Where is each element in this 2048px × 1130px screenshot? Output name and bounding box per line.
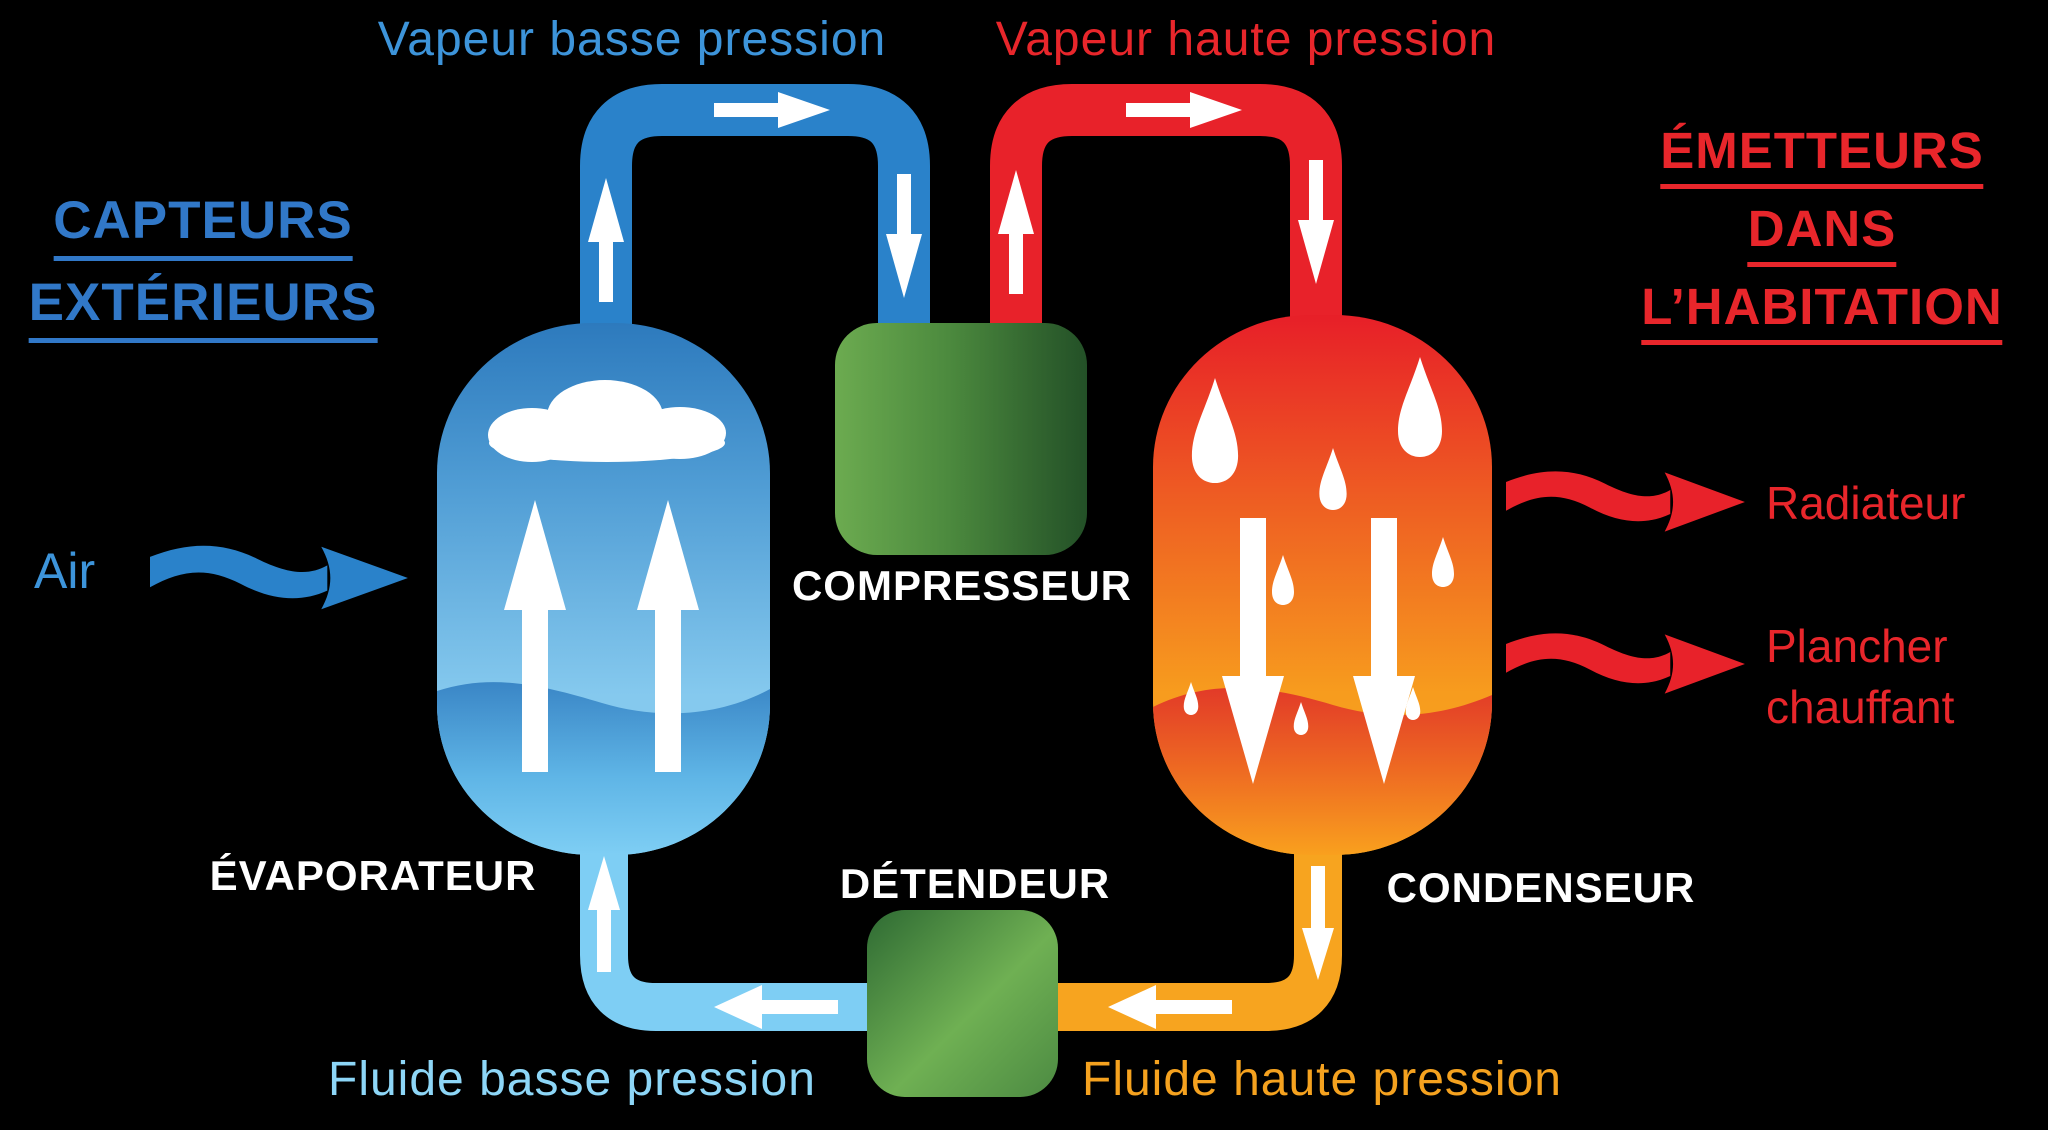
heading-outdoor-sensors-line1: CAPTEURS — [53, 188, 353, 261]
label-evaporator: ÉVAPORATEUR — [209, 852, 537, 899]
flow-arrow-down-icon — [1298, 160, 1334, 284]
droplet-icon — [1319, 448, 1347, 510]
label-heated-floor-line2: chauffant — [1766, 681, 1955, 733]
flow-arrow-down-icon — [1302, 866, 1334, 980]
heading-indoor-emitters-line3: L’HABITATION — [1641, 276, 2003, 345]
flow-arrow-right-icon — [714, 92, 830, 128]
expansion-valve-box — [867, 910, 1058, 1097]
air-wavy-arrow-icon — [150, 545, 408, 610]
label-radiator-output: Radiateur — [1766, 477, 1966, 529]
heading-indoor-emitters-line1: ÉMETTEURS — [1660, 120, 1984, 189]
droplet-icon — [1398, 357, 1442, 457]
label-heated-floor-output: Plancher chauffant — [1766, 616, 1954, 738]
label-condenser: CONDENSEUR — [1386, 864, 1696, 911]
label-heated-floor-line1: Plancher — [1766, 620, 1948, 672]
heat-wavy-arrow-radiator-icon — [1506, 471, 1745, 532]
label-fluid-high-pressure: Fluide haute pression — [1082, 1053, 1562, 1106]
label-fluid-low-pressure: Fluide basse pression — [328, 1053, 816, 1106]
droplet-icon — [1432, 537, 1454, 587]
droplet-icon — [1183, 682, 1199, 715]
droplet-icon — [1293, 702, 1309, 735]
flow-arrow-right-icon — [1126, 92, 1242, 128]
flow-arrow-down-icon — [886, 174, 922, 298]
compressor-box — [835, 323, 1087, 555]
condensation-arrow-down-icon — [1222, 518, 1284, 784]
cloud-icon — [488, 380, 726, 462]
flow-arrow-up-icon — [998, 170, 1034, 294]
label-vapor-low-pressure: Vapeur basse pression — [377, 13, 887, 66]
label-vapor-high-pressure: Vapeur haute pression — [995, 13, 1497, 66]
label-air-input: Air — [34, 543, 96, 599]
evaporation-arrow-up-icon — [637, 500, 699, 772]
droplet-icon — [1405, 687, 1421, 720]
droplet-icon — [1191, 378, 1239, 483]
flow-arrow-left-icon — [1108, 985, 1232, 1029]
label-expansion-valve: DÉTENDEUR — [839, 860, 1111, 907]
evaporator-tank — [437, 323, 770, 855]
heat-wavy-arrow-floor-icon — [1506, 633, 1745, 694]
droplet-icon — [1272, 555, 1294, 605]
flow-arrow-up-icon — [588, 856, 620, 972]
evaporation-arrow-up-icon — [504, 500, 566, 772]
condensation-arrow-down-icon — [1353, 518, 1415, 784]
flow-arrow-up-icon — [588, 178, 624, 302]
label-compressor: COMPRESSEUR — [791, 562, 1133, 609]
heading-indoor-emitters: ÉMETTEURS DANS L’HABITATION — [1641, 120, 2003, 354]
condenser-tank — [1153, 315, 1492, 855]
condensation-droplets — [1183, 357, 1454, 735]
heading-indoor-emitters-line2: DANS — [1747, 198, 1897, 267]
flow-arrow-left-icon — [714, 985, 838, 1029]
evaporator-water-wave — [437, 682, 770, 855]
heading-outdoor-sensors: CAPTEURS EXTÉRIEURS — [28, 188, 378, 352]
heading-outdoor-sensors-line2: EXTÉRIEURS — [28, 270, 378, 343]
